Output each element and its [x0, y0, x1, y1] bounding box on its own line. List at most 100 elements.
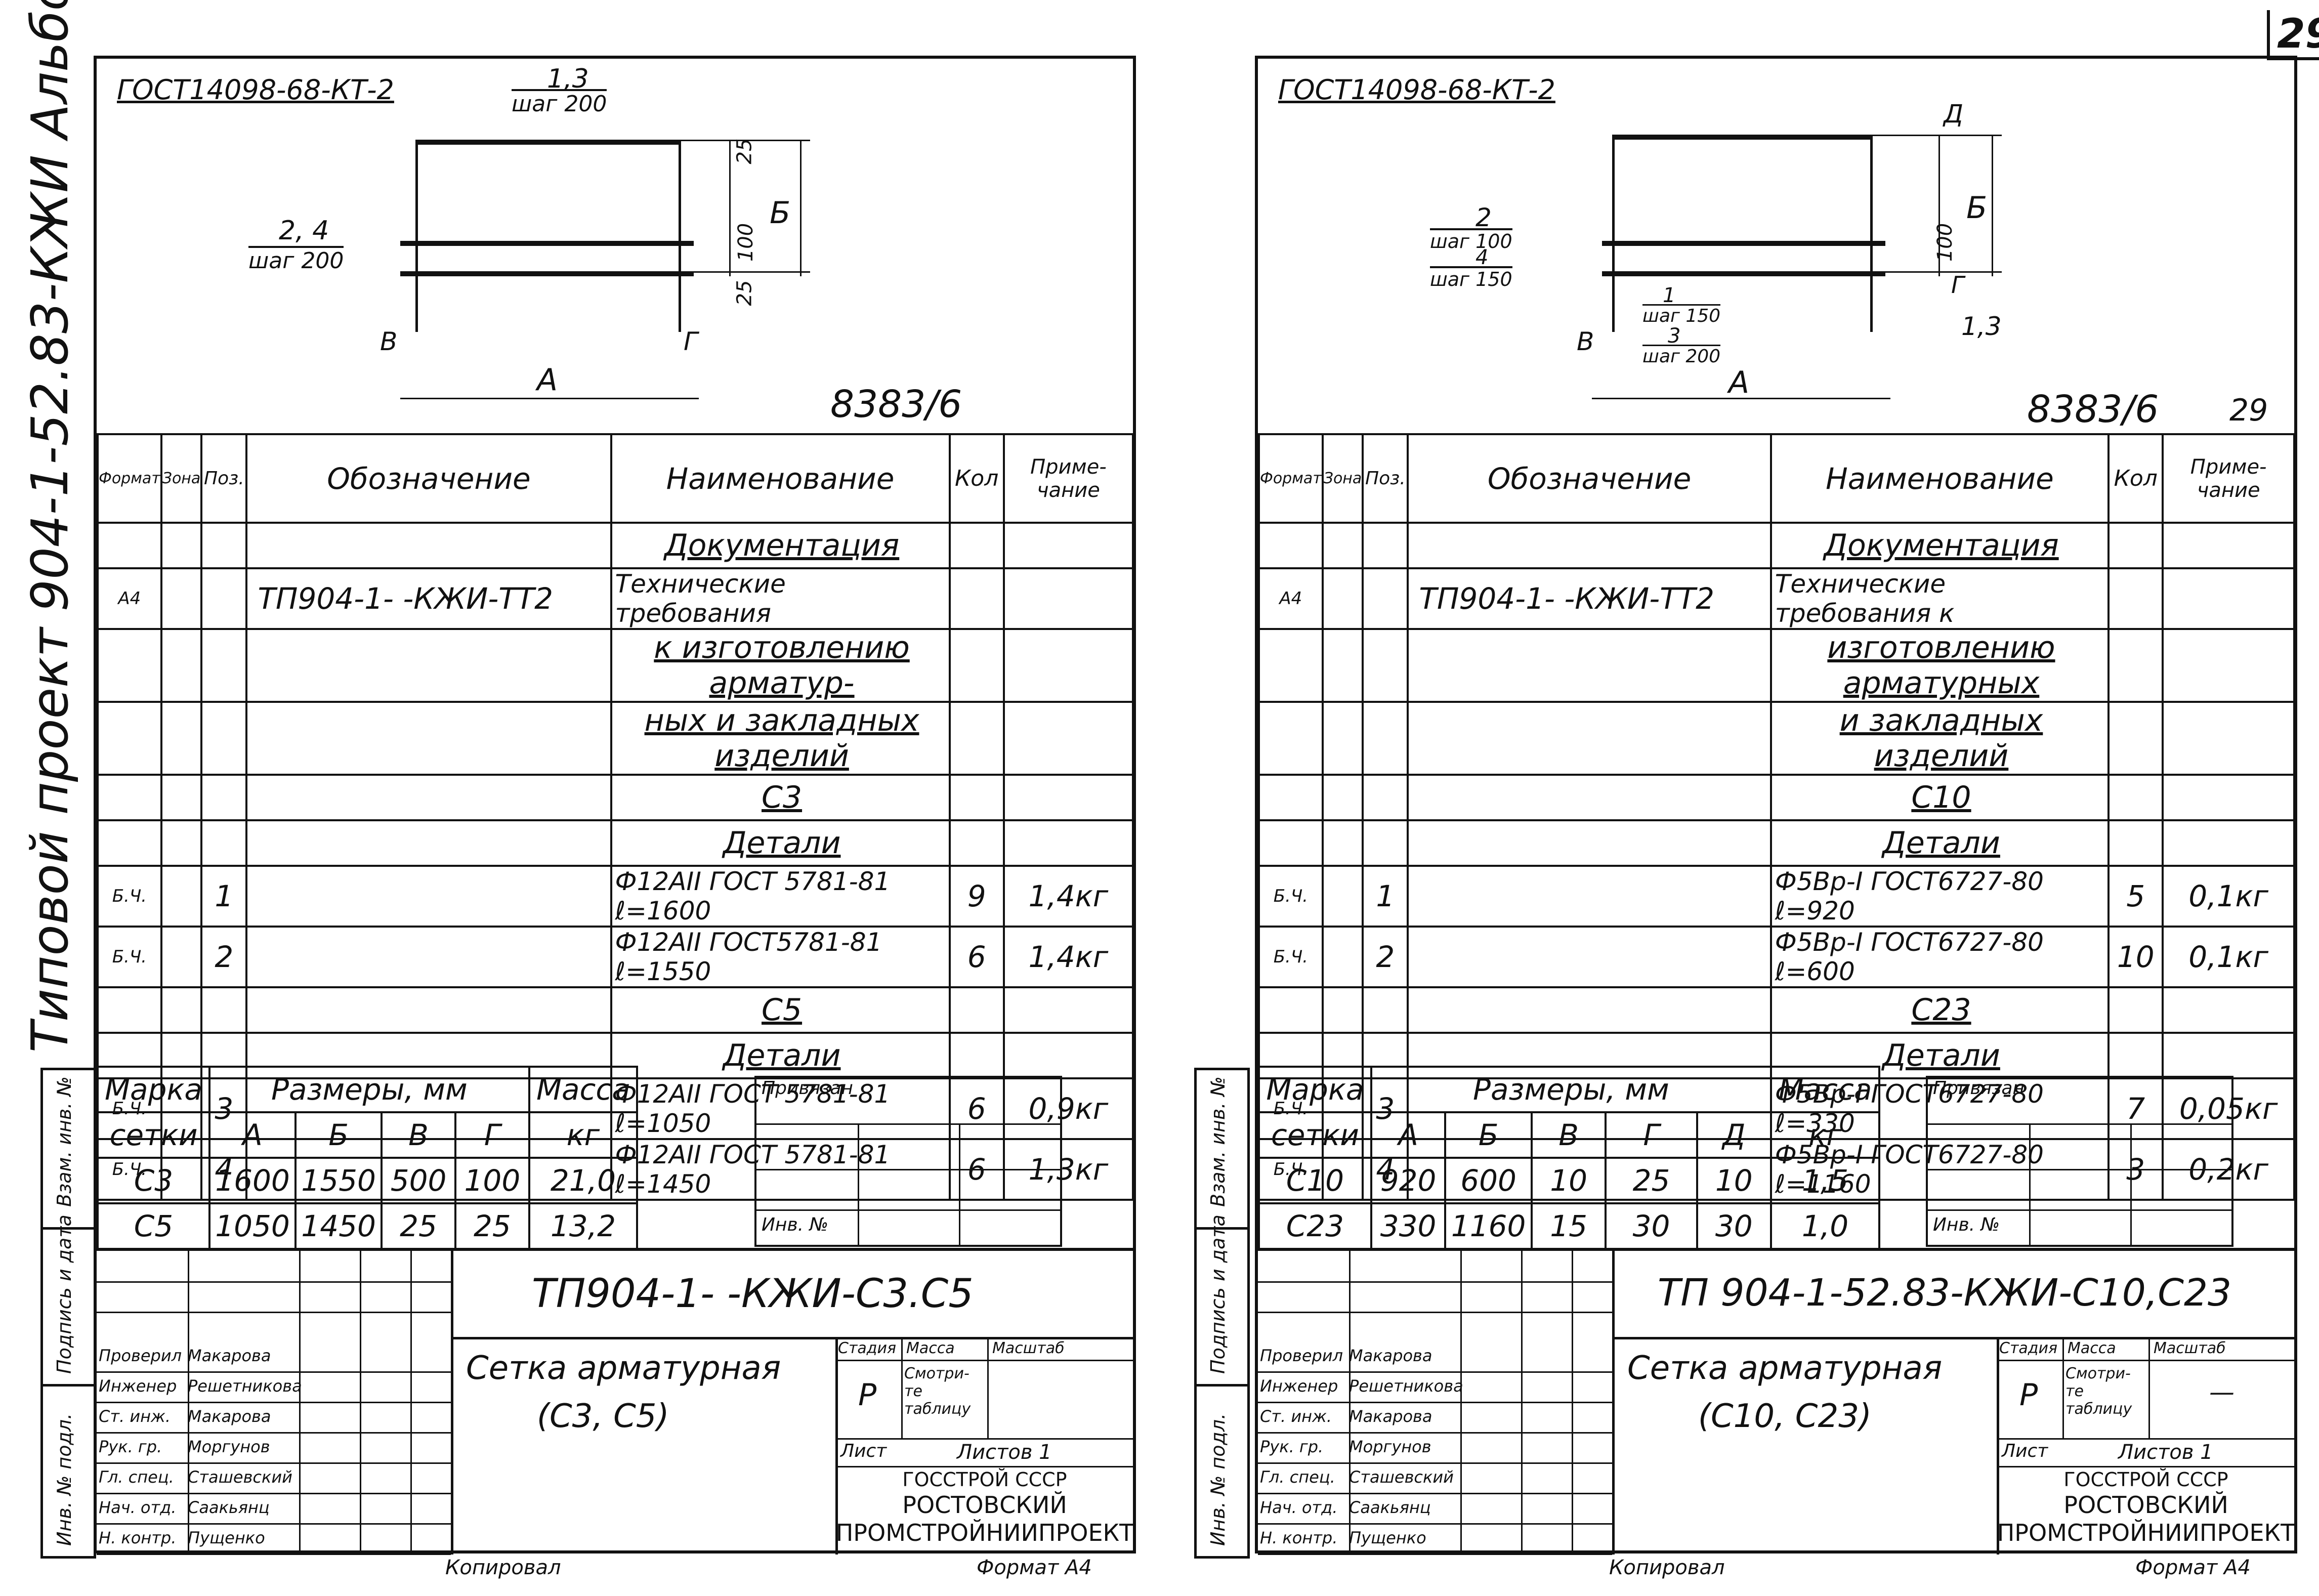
- table-cell: [1407, 774, 1772, 821]
- callout-left2: 4: [1475, 246, 1489, 269]
- hdr-designation: Обозначение: [245, 433, 612, 524]
- mass-value: Смотри-те таблицу: [2065, 1365, 2132, 1418]
- signature-row: Ст. инж.Макарова: [97, 1403, 451, 1434]
- dim-A: А: [1728, 365, 1750, 400]
- table-cell: [2162, 522, 2295, 569]
- table-cell: Ф12АII ГОСТ 5781-81 ℓ=1600: [610, 865, 951, 928]
- table-cell: [160, 522, 203, 569]
- callout-mid2-step: шаг 200: [1642, 345, 1721, 367]
- table-cell: 0,05кг: [2162, 1077, 2295, 1140]
- table-row: к изготовлению арматур-: [97, 628, 1134, 703]
- sheet-label: Лист: [840, 1441, 887, 1461]
- dim-100: 100: [1933, 223, 1957, 262]
- drawing-title-marks: (С3, С5): [537, 1398, 669, 1435]
- table-cell: [1362, 701, 1409, 776]
- table-cell: Б.Ч.: [1258, 926, 1324, 988]
- table-cell: А4: [97, 567, 162, 630]
- dim-B: Б: [770, 195, 791, 231]
- signature-name: Пущенко: [188, 1528, 265, 1547]
- cell: 330: [1370, 1202, 1447, 1250]
- dim-V: В: [1577, 327, 1594, 356]
- signature-role: Нач. отд.: [99, 1498, 177, 1517]
- org-line-2: РОСТОВСКИЙ: [902, 1491, 1067, 1519]
- table-cell: [160, 819, 203, 867]
- table-cell: 6: [948, 926, 1005, 988]
- org-line-2: РОСТОВСКИЙ: [2063, 1491, 2228, 1519]
- table-cell: [97, 701, 162, 776]
- privyazan-label: Привязан: [762, 1078, 853, 1099]
- table-cell: 0,1кг: [2162, 926, 2295, 988]
- signature-name: Саакьянц: [188, 1498, 270, 1517]
- cell: 30: [1696, 1202, 1772, 1250]
- signature-role: Проверил: [99, 1346, 182, 1365]
- signature-row: Инженер Решетникова: [97, 1372, 451, 1403]
- table-cell: Б.Ч.: [1258, 865, 1324, 928]
- dim-A: А: [537, 362, 558, 398]
- signature-row: Рук. гр.Моргунов: [97, 1433, 451, 1464]
- cell: 25: [381, 1202, 456, 1250]
- hdr-qty: Кол: [2107, 433, 2164, 524]
- table-cell: С5: [610, 986, 951, 1034]
- hdr-format: Формат: [1258, 433, 1324, 524]
- table-cell: [1321, 701, 1364, 776]
- table-cell: С23: [1769, 986, 2110, 1034]
- org-line-1: ГОССТРОЙ СССР: [902, 1468, 1067, 1491]
- table-cell: [1258, 522, 1324, 569]
- table-cell: Б.Ч.: [97, 926, 162, 988]
- table-cell: 1: [1362, 865, 1409, 928]
- table-cell: [1258, 986, 1324, 1034]
- signature-role: Инженер: [99, 1376, 177, 1396]
- table-row: и закладных изделий: [1258, 701, 2295, 776]
- signature-role: Гл. спец.: [99, 1467, 174, 1487]
- table-cell: [1362, 522, 1409, 569]
- cell: 100: [454, 1157, 530, 1204]
- drawing-title-marks: (С10, С23): [1698, 1398, 1872, 1435]
- signature-name: Решетникова: [188, 1376, 302, 1396]
- cell: 1050: [208, 1202, 297, 1250]
- table-cell: [1362, 567, 1409, 630]
- mass-header: Масса: [2068, 1339, 2116, 1357]
- table-cell: [1002, 774, 1134, 821]
- cell: 600: [1444, 1157, 1533, 1204]
- cell: 1160: [1444, 1202, 1533, 1250]
- signature-name: Макарова: [188, 1346, 271, 1365]
- side-stamp-replace: Взам. инв. №: [53, 1076, 75, 1207]
- table-row: С5 1050 1450 25 25 13,2: [97, 1202, 639, 1250]
- scale-header: Масштаб: [2154, 1339, 2226, 1357]
- hdr-note: Приме-чание: [1002, 433, 1134, 524]
- table-cell: и закладных изделий: [1769, 701, 2110, 776]
- table-cell: 1: [200, 865, 248, 928]
- table-cell: [245, 986, 612, 1034]
- signature-name: Сташевский: [188, 1467, 292, 1487]
- dim-25-bottom: 25: [733, 280, 756, 306]
- table-cell: ТП904-1- -КЖИ-ТТ2: [245, 567, 612, 630]
- dim-G: Г: [684, 327, 698, 356]
- mass-header: Масса: [906, 1339, 955, 1357]
- table-cell: [160, 926, 203, 988]
- table-cell: [2107, 1032, 2164, 1079]
- table-cell: [2107, 986, 2164, 1034]
- callout-mid-step: шаг 150: [1642, 304, 1721, 326]
- cell: 1,0: [1769, 1202, 1881, 1250]
- drawing-title: Сетка арматурная: [466, 1350, 781, 1387]
- table-cell: Документация: [1769, 522, 2110, 569]
- table-cell: [97, 819, 162, 867]
- table-cell: [1407, 819, 1772, 867]
- side-inscription: Типовой проект 904-1-52.83-КЖИ Альбом 6: [20, 0, 79, 1053]
- table-cell: [2107, 774, 2164, 821]
- table-cell: С10: [1769, 774, 2110, 821]
- scale-value: —: [2209, 1377, 2234, 1407]
- table-cell: [1258, 774, 1324, 821]
- table-cell: [1002, 986, 1134, 1034]
- cell: 1550: [294, 1157, 383, 1204]
- stage-value: Р: [2019, 1377, 2038, 1413]
- callout-left-step: шаг 100: [1430, 228, 1512, 253]
- hdr-name: Наименование: [1769, 433, 2110, 524]
- table-row: С10: [1258, 774, 2295, 821]
- table-cell: [948, 522, 1005, 569]
- col-G: Г: [454, 1111, 530, 1159]
- table-cell: Технические требования: [610, 567, 951, 630]
